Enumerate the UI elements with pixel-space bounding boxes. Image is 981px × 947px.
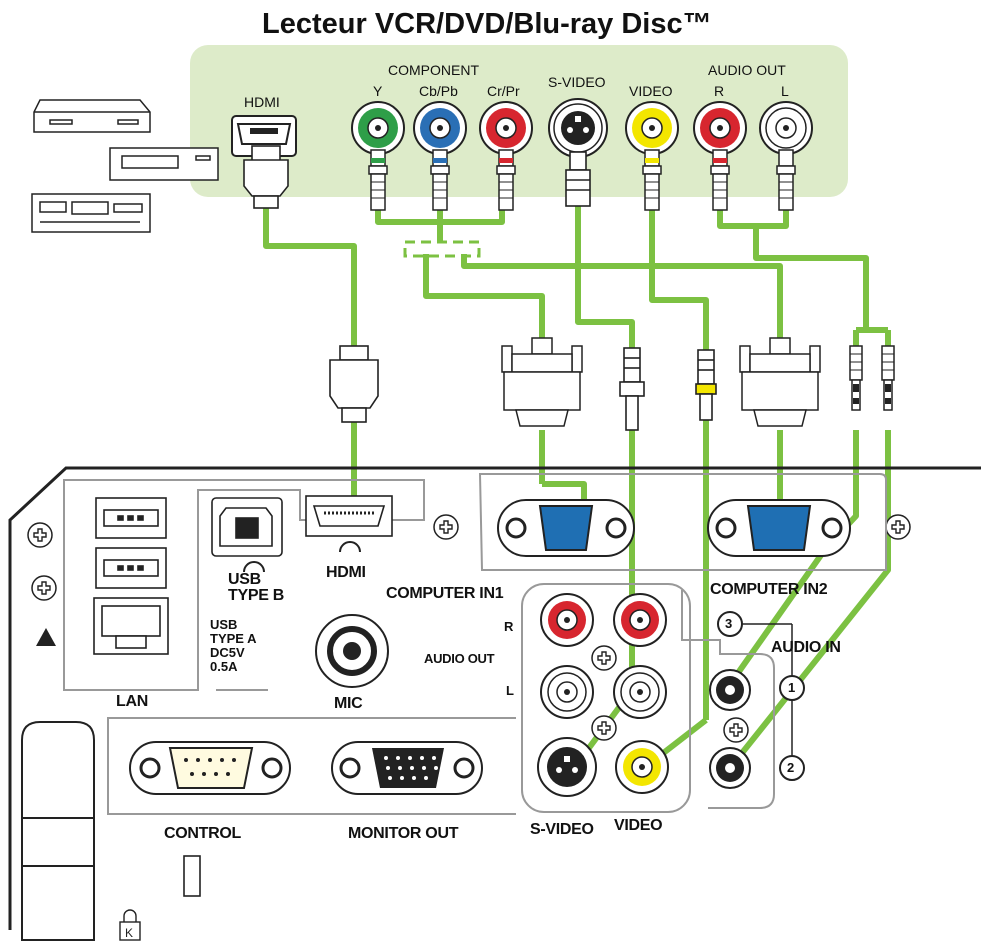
s-video-cable: [575, 206, 635, 350]
projector-audio-out-label: AUDIO OUT: [424, 651, 495, 666]
audio-out-l-jack-2[interactable]: [613, 665, 667, 719]
usb-type-b-label: USB TYPE B: [228, 571, 284, 604]
usb-type-a-label: USB TYPE A DC5V 0.5A: [210, 617, 257, 674]
audio-out-l-label: L: [506, 683, 514, 698]
audio-out-r-label: R: [504, 619, 514, 634]
screw-icon: [31, 575, 57, 601]
audio-out-r-jack-1[interactable]: [540, 593, 594, 647]
screw-icon: [885, 514, 911, 540]
screw-icon: [723, 717, 749, 743]
audio-in-bracket: [681, 590, 775, 809]
component-label: COMPONENT: [388, 62, 479, 78]
blu-ray-player-icon: [109, 147, 219, 181]
component-y-jack[interactable]: [351, 101, 405, 155]
projector-hdmi-label: HDMI: [326, 564, 366, 581]
control-monitor-bracket: [107, 717, 516, 815]
audio-mini-plug-1: [849, 345, 863, 411]
projector-video-jack[interactable]: [615, 740, 669, 794]
control-label: CONTROL: [164, 825, 242, 842]
mic-jack[interactable]: [315, 614, 389, 688]
cb-pb-label: Cb/Pb: [419, 83, 458, 99]
audio-out-l-jack-1[interactable]: [540, 665, 594, 719]
projector-video-plug: [695, 349, 717, 421]
projector-body-outline: [8, 466, 981, 930]
lan-port[interactable]: [93, 597, 169, 655]
usb-type-a-port-1[interactable]: [95, 497, 167, 539]
usb-type-b-port[interactable]: [211, 497, 283, 557]
projector-s-video-jack[interactable]: [537, 737, 597, 797]
audio-in-jack-1[interactable]: [709, 669, 751, 711]
dvd-player-icon: [33, 99, 151, 133]
component-cable-to-in1: [423, 254, 545, 340]
computer-in2-label: COMPUTER IN2: [710, 581, 828, 598]
audio-l-label: L: [781, 83, 789, 99]
projector-hdmi-plug: [329, 345, 379, 423]
vga-plug-in1: [501, 337, 583, 427]
audio-out-r-jack-2[interactable]: [613, 593, 667, 647]
video-label: VIDEO: [629, 83, 673, 99]
source-hdmi-plug: [243, 145, 289, 209]
hdmi-cable: [263, 205, 357, 350]
audio-in-jack-2[interactable]: [709, 747, 751, 789]
audio-r-label: R: [714, 83, 725, 99]
component-cr-pr-jack[interactable]: [479, 101, 533, 155]
s-video-label: S-VIDEO: [548, 74, 606, 90]
computer-in1-label: COMPUTER IN1: [386, 585, 504, 602]
usb-lan-bracket: [63, 479, 425, 691]
s-video-plug: [565, 151, 591, 207]
audio-out-label: AUDIO OUT: [708, 62, 786, 78]
source-audio-r-jack[interactable]: [693, 101, 747, 155]
page-title: Lecteur VCR/DVD/Blu-ray Disc™: [262, 8, 712, 40]
screw-icon: [591, 715, 617, 741]
audio-mini-plug-2: [881, 345, 895, 411]
av-group-bracket: [521, 583, 691, 813]
component-splitter-box: [403, 240, 481, 258]
mic-label: MIC: [334, 695, 363, 712]
cr-pr-label: Cr/Pr: [487, 83, 520, 99]
audio-cable: [717, 205, 869, 330]
audio-in-2-label: 2: [787, 760, 795, 775]
audio-in-label: AUDIO IN: [771, 639, 841, 656]
y-label: Y: [373, 83, 383, 99]
cable-holder: [21, 721, 95, 941]
computer-in-bracket: [478, 473, 887, 571]
svg-text:K: K: [125, 926, 133, 940]
vga-plug-in2: [739, 337, 821, 427]
usb-icon: [243, 561, 265, 573]
projector-hdmi-port[interactable]: [305, 495, 393, 537]
video-cable: [649, 180, 709, 352]
screw-icon: [591, 645, 617, 671]
screw-icon: [433, 514, 459, 540]
control-port[interactable]: [129, 741, 291, 795]
security-bar: [183, 855, 201, 897]
computer-in2-port[interactable]: [707, 499, 851, 557]
component-cable-to-in2: [461, 254, 783, 340]
projector-s-video-label: S-VIDEO: [530, 821, 594, 838]
monitor-out-port[interactable]: [331, 741, 483, 795]
source-s-video-jack[interactable]: [548, 98, 608, 158]
audio-in-3-label: 3: [725, 616, 733, 631]
vcr-icon: [31, 193, 151, 233]
monitor-out-label: MONITOR OUT: [348, 825, 459, 842]
source-hdmi-label: HDMI: [244, 94, 280, 110]
screw-icon: [27, 522, 53, 548]
kensington-lock-icon: K: [119, 909, 141, 941]
usb-type-a-port-2[interactable]: [95, 547, 167, 589]
source-video-jack[interactable]: [625, 101, 679, 155]
component-cb-pb-jack[interactable]: [413, 101, 467, 155]
audio-l-plug: [776, 149, 796, 211]
audio-in-1-label: 1: [788, 680, 796, 695]
lan-label: LAN: [116, 693, 148, 710]
projector-s-video-plug: [619, 347, 645, 431]
computer-in1-port[interactable]: [497, 499, 635, 557]
audio-in-2-marker: [779, 755, 805, 781]
source-audio-l-jack[interactable]: [759, 101, 813, 155]
projector-video-label: VIDEO: [614, 817, 663, 834]
hdmi-icon: [339, 541, 361, 553]
triangle-marker-icon: [36, 628, 56, 646]
